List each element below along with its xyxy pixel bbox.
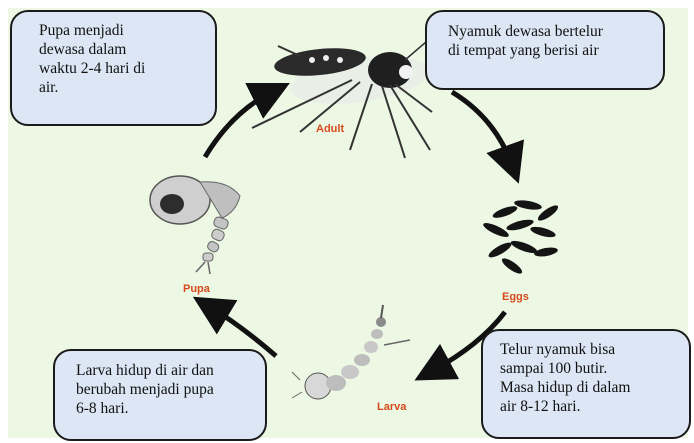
callout-line: waktu 2-4 hari di (39, 59, 205, 78)
callout-adult: Nyamuk dewasa bertelur di tempat yang be… (425, 10, 665, 90)
callout-line: dewasa dalam (39, 40, 205, 59)
callout-line: air. (39, 78, 205, 97)
callout-eggs: Telur nyamuk bisa sampai 100 butir. Masa… (481, 329, 691, 439)
callout-line: air 8-12 hari. (500, 397, 683, 416)
callout-line: sampai 100 butir. (500, 359, 683, 378)
adult-mosquito-icon (252, 30, 440, 158)
callout-line: Larva hidup di air dan (76, 361, 259, 380)
callout-line: berubah menjadi pupa (76, 380, 259, 399)
callout-larva: Larva hidup di air dan berubah menjadi p… (53, 349, 267, 441)
stage-label-adult: Adult (316, 123, 344, 135)
callout-line: di tempat yang berisi air (448, 41, 657, 60)
stage-label-eggs: Eggs (502, 291, 529, 303)
stage-label-pupa: Pupa (183, 283, 210, 295)
callout-line: Telur nyamuk bisa (500, 340, 683, 359)
callout-line: Pupa menjadi (39, 21, 205, 40)
stage-label-larva: Larva (377, 401, 406, 413)
larva-icon (292, 305, 410, 399)
arrow-adult-to-eggs (452, 92, 512, 165)
eggs-icon (482, 199, 561, 277)
callout-pupa: Pupa menjadi dewasa dalam waktu 2-4 hari… (10, 10, 217, 126)
callout-line: 6-8 hari. (76, 399, 259, 418)
callout-line: Masa hidup di dalam (500, 378, 683, 397)
callout-line: Nyamuk dewasa bertelur (448, 22, 657, 41)
pupa-icon (150, 176, 240, 274)
